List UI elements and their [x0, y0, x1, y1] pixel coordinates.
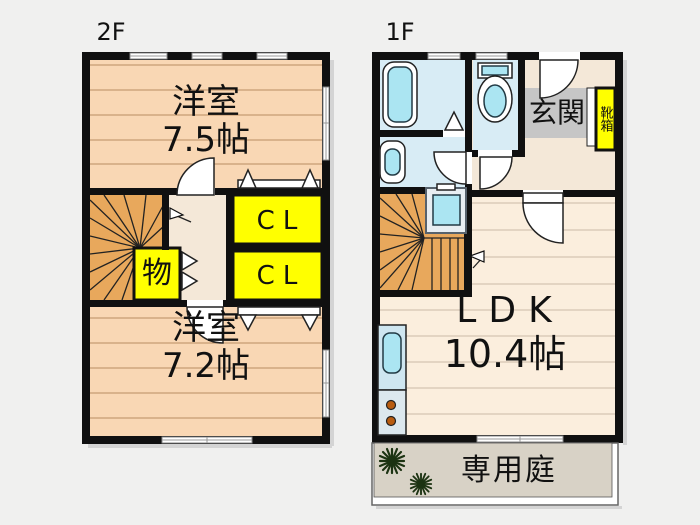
kitchen-sink-icon [382, 332, 402, 374]
door-room-7_2 [186, 300, 224, 344]
toilet-icon [477, 62, 513, 123]
closet-cl2-label: CL [256, 261, 306, 291]
window-1f-top-1 [427, 52, 461, 60]
window-2f-top-3 [256, 52, 288, 60]
window-2f-right-1 [322, 86, 330, 161]
floor-label-2f: 2F [96, 18, 126, 46]
door-washbasin [433, 151, 472, 185]
room-7_2-name-label: 洋室 [172, 308, 240, 348]
window-2f-top-2 [191, 52, 223, 60]
door-room-7_5 [176, 157, 215, 196]
shoe-cabinet-label: 靴箱 [597, 106, 613, 132]
window-2f-bottom [161, 436, 253, 444]
window-1f-bottom [476, 435, 564, 443]
garden-label: 専用庭 [461, 453, 557, 488]
bifold-door-cl2-icon [237, 306, 321, 332]
floor-label-1f: 1F [385, 18, 415, 46]
room-7_5-name-label: 洋室 [172, 82, 240, 122]
shoe-cabinet-box [586, 86, 617, 152]
plant-icon [378, 447, 406, 475]
window-1f-top-2 [475, 52, 508, 60]
floor-plan-2f [82, 52, 334, 448]
washing-machine-pan-icon [425, 183, 467, 234]
closet-cl1-label: CL [256, 206, 306, 236]
bathtub-icon [382, 61, 418, 128]
bifold-door-bath-icon [443, 110, 465, 137]
pennant-marker-1f-icon [468, 250, 485, 269]
door-toilet [478, 150, 513, 190]
floor-plan-1f [371, 52, 627, 509]
plan-shadow [88, 444, 332, 448]
plant-icon [409, 472, 433, 496]
front-door [539, 52, 580, 99]
entrance-genkan-area [524, 88, 590, 138]
entrance-label: 玄関 [528, 96, 586, 129]
ldk-size-label: 10.4帖 [443, 332, 567, 376]
stove-icon [377, 389, 407, 436]
washbasin-icon [379, 140, 406, 184]
bifold-door-storage-icon [181, 250, 199, 292]
ldk-name-label: LDK [456, 290, 564, 331]
plan-shadow [330, 60, 334, 446]
plan-shadow [623, 60, 627, 445]
kitchen-counter-icon [377, 324, 407, 436]
storage-label: 物 [142, 256, 172, 291]
room-7_2-size-label: 7.2帖 [161, 346, 251, 386]
window-2f-top-1 [129, 52, 168, 60]
door-ldk [522, 190, 564, 244]
pennant-marker-2f-icon [169, 206, 192, 223]
garden-area [371, 442, 622, 509]
window-2f-right-2 [322, 349, 330, 418]
room-7_5-size-label: 7.5帖 [161, 120, 251, 160]
bifold-door-cl1-icon [237, 168, 321, 189]
